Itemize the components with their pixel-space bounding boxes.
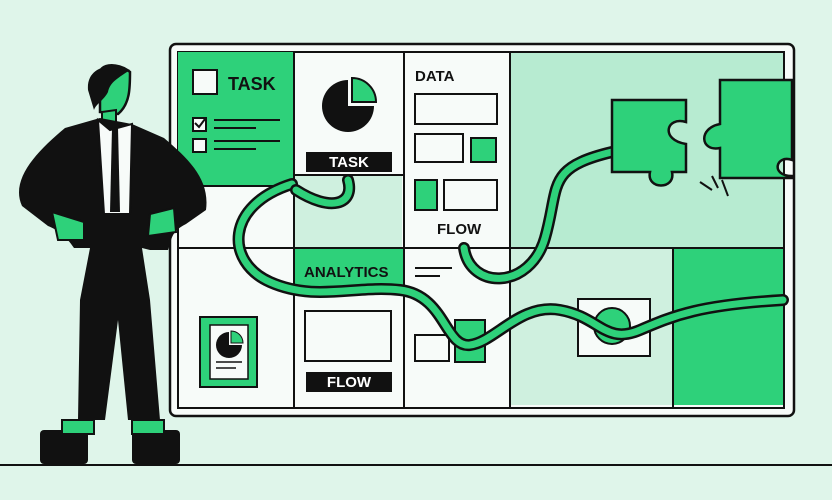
businessman-figure	[19, 64, 207, 464]
person-head	[87, 64, 132, 125]
checkbox-icon	[192, 69, 218, 95]
person-shoes	[40, 430, 180, 464]
flow-preview	[304, 310, 392, 362]
data-blocks	[414, 93, 498, 211]
analytics-heading: ANALYTICS	[304, 264, 388, 281]
flow-tag-label: FLOW	[327, 374, 372, 391]
puzzle-piece-icon	[610, 78, 794, 187]
green-block	[673, 248, 783, 405]
task-heading: TASK	[228, 74, 276, 94]
analytics-lines	[415, 267, 452, 277]
person-socks	[61, 419, 165, 435]
flow-panel: FLOW	[304, 310, 392, 392]
analytics-panel-bg	[295, 248, 404, 290]
flow-tag	[306, 372, 392, 392]
task-tag-label: TASK	[329, 154, 369, 171]
person-tie	[110, 128, 120, 212]
chart-panel: TASK	[306, 76, 392, 172]
flow-pipes	[232, 146, 789, 351]
unchecked-box-icon	[192, 138, 207, 153]
document-icon	[199, 316, 258, 388]
person-torso	[19, 118, 207, 420]
data-heading: DATA	[415, 68, 455, 85]
data-panel: DATA FLOW	[414, 68, 498, 238]
task-panel: TASK	[192, 69, 280, 153]
puzzle-spark-icon	[699, 175, 729, 197]
task-tag	[306, 152, 392, 172]
person-hands	[50, 206, 178, 241]
checkmark-icon	[194, 118, 206, 129]
pie-chart-icon	[322, 76, 378, 132]
task-lines	[214, 119, 280, 150]
data-flow-label: FLOW	[437, 221, 482, 238]
